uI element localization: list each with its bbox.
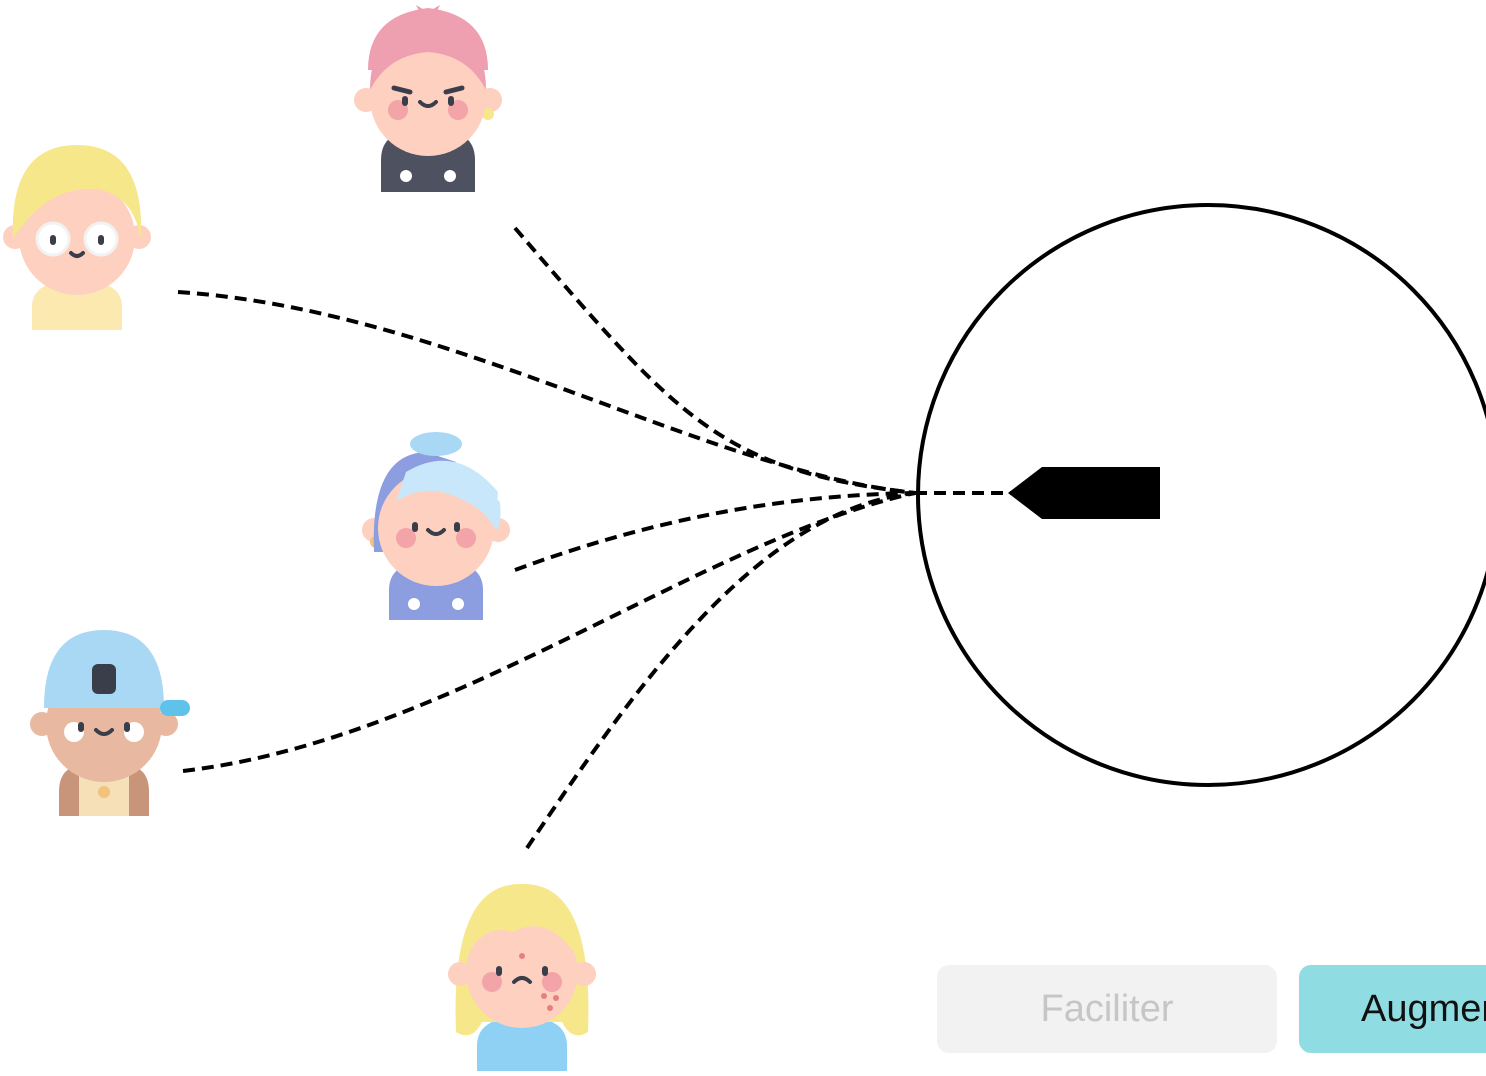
augmenter-button[interactable]: Augmenter bbox=[1299, 965, 1486, 1053]
connector-line-cap bbox=[182, 491, 916, 773]
avatar-punk-hoodie bbox=[354, 5, 502, 192]
connector-lines bbox=[177, 226, 1012, 850]
avatar-cap-boy bbox=[30, 630, 190, 816]
avatar-glasses-boy bbox=[3, 145, 151, 330]
connector-line-blue-hoodie bbox=[514, 491, 916, 572]
central-circle bbox=[916, 203, 1486, 787]
connector-line-punk bbox=[513, 226, 916, 495]
faciliter-button[interactable]: Faciliter bbox=[937, 965, 1277, 1053]
arrow-marker bbox=[1008, 467, 1160, 519]
connector-line-glasses bbox=[177, 290, 916, 495]
avatar-blue-hoodie bbox=[362, 432, 510, 620]
connector-line-blonde bbox=[525, 491, 916, 850]
avatar-blonde-girl bbox=[448, 883, 596, 1072]
